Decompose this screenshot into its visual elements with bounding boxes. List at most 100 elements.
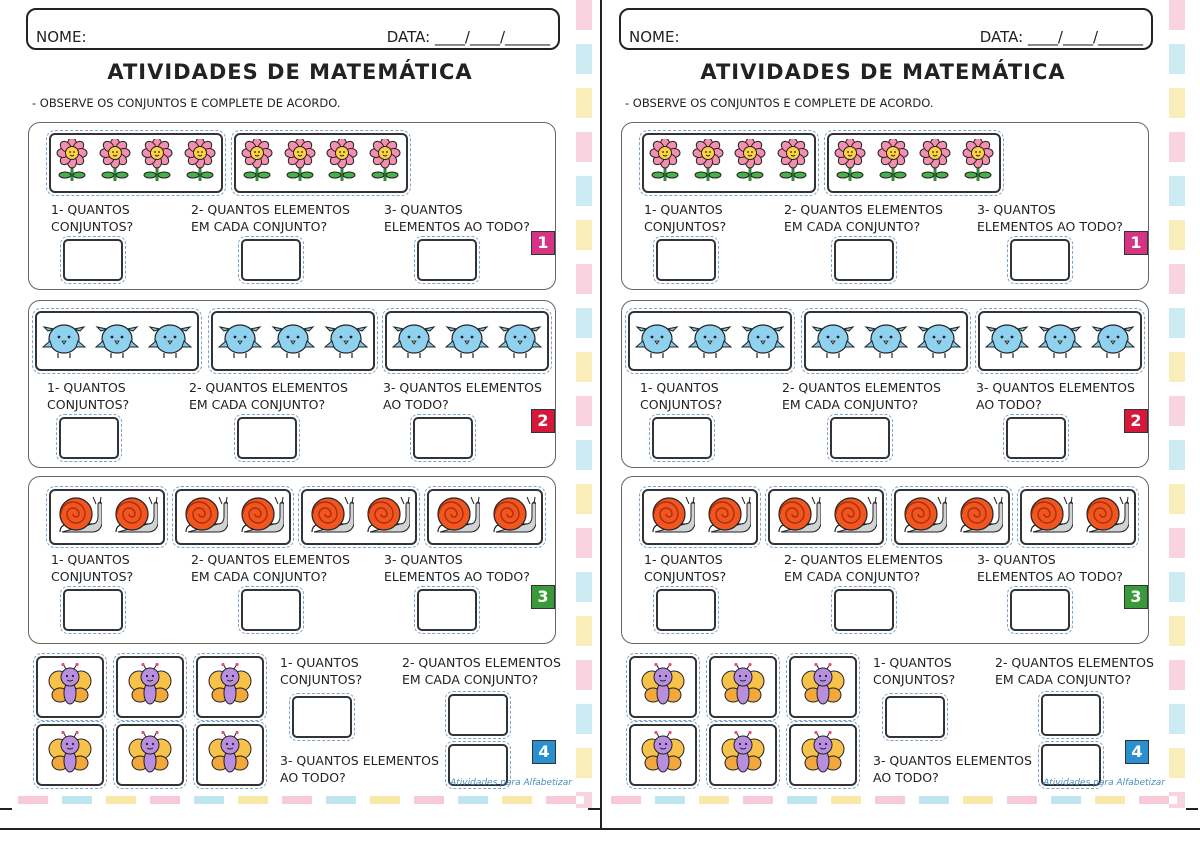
- snail-icon: [182, 494, 229, 540]
- butterfly-icon: [208, 662, 252, 711]
- answer-box-4-3[interactable]: [1038, 741, 1104, 789]
- set-2-1: [32, 308, 202, 374]
- question-3-elementos: 2- QUANTOS ELEMENTOS EM CADA CONJUNTO?: [191, 552, 350, 584]
- snail-icon: [490, 494, 537, 540]
- set-3-2: [172, 486, 294, 548]
- flower-icon: [241, 137, 273, 187]
- exercise-number-badge: 4: [532, 740, 556, 764]
- answer-box-2-3[interactable]: [410, 414, 476, 462]
- set-3-1: [46, 486, 168, 548]
- question-1-total: 3- QUANTOS ELEMENTOS AO TODO?: [384, 202, 530, 234]
- crop-mark: [588, 808, 600, 810]
- question-1-conjuntos: 1- QUANTOS CONJUNTOS?: [644, 202, 727, 234]
- set-4-2: [706, 653, 780, 721]
- bird-icon: [323, 317, 369, 365]
- set-1-1: [639, 130, 819, 196]
- answer-box-3-2[interactable]: [831, 586, 897, 634]
- question-2-conjuntos: 1- QUANTOS CONJUNTOS?: [640, 380, 723, 412]
- snail-icon: [1083, 494, 1130, 540]
- question-4-elementos: 2- QUANTOS ELEMENTOS EM CADA CONJUNTO?: [402, 655, 561, 687]
- side-stripe: [1169, 0, 1185, 808]
- answer-box-4-2[interactable]: [1038, 691, 1104, 739]
- butterfly-icon: [48, 662, 92, 711]
- flower-icon: [834, 137, 866, 187]
- crop-mark: [1186, 808, 1198, 810]
- answer-box-2-1[interactable]: [649, 414, 715, 462]
- set-3-1: [639, 486, 761, 548]
- bird-icon: [147, 317, 193, 365]
- set-4-1: [626, 653, 700, 721]
- set-3-2: [765, 486, 887, 548]
- exercise-number-badge: 1: [1124, 231, 1148, 255]
- bird-icon: [634, 317, 680, 365]
- flower-icon: [284, 137, 316, 187]
- answer-box-3-3[interactable]: [1007, 586, 1073, 634]
- bird-icon: [270, 317, 316, 365]
- answer-box-1-3[interactable]: [414, 236, 480, 284]
- answer-box-2-2[interactable]: [827, 414, 893, 462]
- side-stripe: [576, 0, 592, 808]
- nome-label: NOME:: [36, 28, 87, 46]
- snail-icon: [901, 494, 948, 540]
- bottom-stripe: [18, 796, 584, 804]
- bird-icon: [217, 317, 263, 365]
- flower-icon: [692, 137, 724, 187]
- answer-box-1-2[interactable]: [238, 236, 304, 284]
- answer-box-4-2[interactable]: [445, 691, 511, 739]
- flower-icon: [734, 137, 766, 187]
- butterfly-icon: [128, 730, 172, 779]
- flower-icon: [56, 137, 88, 187]
- question-2-conjuntos: 1- QUANTOS CONJUNTOS?: [47, 380, 130, 412]
- flower-icon: [184, 137, 216, 187]
- question-1-total: 3- QUANTOS ELEMENTOS AO TODO?: [977, 202, 1123, 234]
- bird-icon: [687, 317, 733, 365]
- crop-mark: [0, 808, 12, 810]
- bird-icon: [391, 317, 437, 365]
- set-3-4: [1017, 486, 1139, 548]
- butterfly-icon: [801, 730, 845, 779]
- exercise-number-badge: 4: [1125, 740, 1149, 764]
- footer-logo-text: Atividades para Alfabetizar: [450, 778, 572, 788]
- exercise-box-2: 1- QUANTOS CONJUNTOS? 2- QUANTOS ELEMENT…: [621, 300, 1149, 468]
- flower-icon: [919, 137, 951, 187]
- answer-box-3-2[interactable]: [238, 586, 304, 634]
- bird-icon: [740, 317, 786, 365]
- butterfly-icon: [128, 662, 172, 711]
- question-1-conjuntos: 1- QUANTOS CONJUNTOS?: [51, 202, 134, 234]
- answer-box-1-3[interactable]: [1007, 236, 1073, 284]
- answer-box-4-1[interactable]: [289, 693, 355, 741]
- bird-icon: [41, 317, 87, 365]
- butterfly-icon: [721, 662, 765, 711]
- bird-icon: [497, 317, 543, 365]
- question-4-total: 3- QUANTOS ELEMENTOS AO TODO?: [873, 753, 1032, 785]
- answer-box-1-2[interactable]: [831, 236, 897, 284]
- answer-box-3-1[interactable]: [653, 586, 719, 634]
- exercise-number-badge: 2: [1124, 409, 1148, 433]
- answer-box-2-2[interactable]: [234, 414, 300, 462]
- center-divider: [600, 0, 602, 828]
- question-4-elementos: 2- QUANTOS ELEMENTOS EM CADA CONJUNTO?: [995, 655, 1154, 687]
- answer-box-1-1[interactable]: [653, 236, 719, 284]
- question-4-total: 3- QUANTOS ELEMENTOS AO TODO?: [280, 753, 439, 785]
- exercise-number-badge: 2: [531, 409, 555, 433]
- set-3-4: [424, 486, 546, 548]
- bird-icon: [810, 317, 856, 365]
- answer-box-3-3[interactable]: [414, 586, 480, 634]
- exercise-number-badge: 3: [531, 585, 555, 609]
- answer-box-2-3[interactable]: [1003, 414, 1069, 462]
- answer-box-4-1[interactable]: [882, 693, 948, 741]
- bird-icon: [916, 317, 962, 365]
- exercise-number-badge: 3: [1124, 585, 1148, 609]
- snail-icon: [112, 494, 159, 540]
- answer-box-1-1[interactable]: [60, 236, 126, 284]
- answer-box-4-3[interactable]: [445, 741, 511, 789]
- answer-box-3-1[interactable]: [60, 586, 126, 634]
- bird-icon: [863, 317, 909, 365]
- answer-box-2-1[interactable]: [56, 414, 122, 462]
- question-3-elementos: 2- QUANTOS ELEMENTOS EM CADA CONJUNTO?: [784, 552, 943, 584]
- snail-icon: [56, 494, 103, 540]
- snail-icon: [308, 494, 355, 540]
- set-4-4: [626, 721, 700, 789]
- instruction-text: - OBSERVE OS CONJUNTOS E COMPLETE DE ACO…: [625, 96, 934, 110]
- butterfly-icon: [641, 662, 685, 711]
